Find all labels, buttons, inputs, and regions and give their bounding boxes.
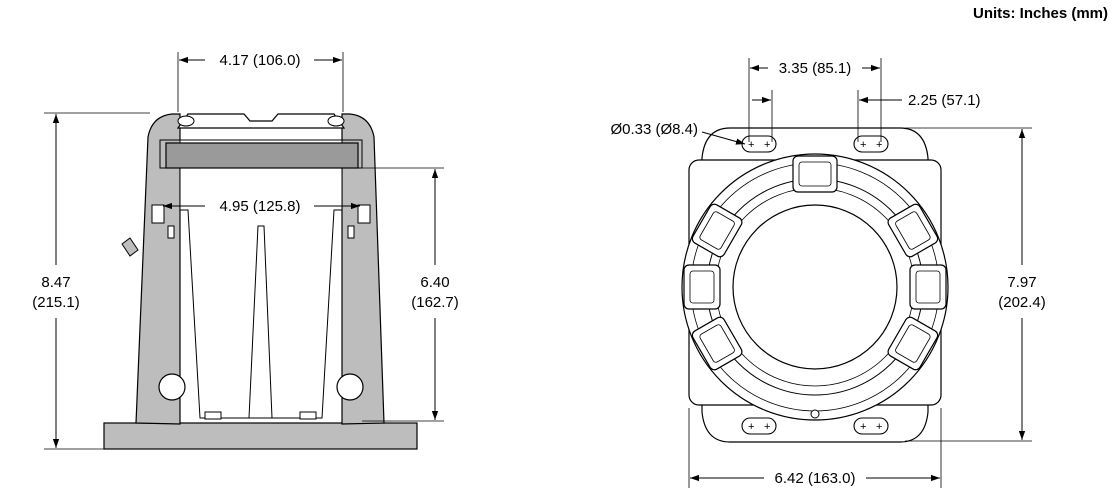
mount-slot-bottom-right: + + xyxy=(853,417,889,435)
svg-text:+: + xyxy=(876,139,882,151)
cover-lug xyxy=(792,155,838,193)
svg-text:+: + xyxy=(876,421,882,433)
dim-top-width: 4.17 (106.0) xyxy=(220,52,301,69)
dim-overall-height-in: 8.47 xyxy=(41,274,70,291)
mount-slot-top-right: + + xyxy=(853,135,889,153)
bolt-hole-left xyxy=(158,373,186,401)
dim-inner-height-mm: (162.7) xyxy=(411,294,459,311)
dim-front-width: 6.42 (163.0) xyxy=(775,470,856,487)
svg-text:+: + xyxy=(860,139,866,151)
dim-overall-height-mm: (215.1) xyxy=(32,294,80,311)
window-ring xyxy=(732,204,898,370)
cover-lug xyxy=(887,203,939,258)
svg-text:+: + xyxy=(748,139,754,151)
dim-inner-width: 4.95 (125.8) xyxy=(220,198,301,215)
dim-hole-diameter: Ø0.33 (Ø8.4) xyxy=(610,121,698,138)
cover-lug xyxy=(691,316,743,371)
mount-slot-top-left: + + xyxy=(741,135,777,153)
cover-lug xyxy=(887,316,939,371)
bolt-hole-right xyxy=(336,373,364,401)
base-flange xyxy=(103,422,418,450)
svg-text:+: + xyxy=(748,421,754,433)
dim-front-height-in: 7.97 xyxy=(1007,274,1036,291)
cover-plate xyxy=(165,142,359,169)
dim-inner-height-in: 6.40 xyxy=(420,274,449,291)
top-lid xyxy=(176,113,346,129)
svg-text:+: + xyxy=(764,421,770,433)
side-section-view: 4.17 (106.0) 4.95 (125.8) 8.47 (215.1) 6… xyxy=(32,52,459,450)
right-wall xyxy=(341,113,385,425)
side-knob xyxy=(121,237,139,257)
cover-lug xyxy=(909,264,947,310)
mount-slot-bottom-left: + + xyxy=(741,417,777,435)
dim-front-height-mm: (202.4) xyxy=(998,294,1046,311)
front-view: + + + + + + + + 3.35 (85.1) 2.25 (57.1) xyxy=(610,58,1046,488)
left-wall xyxy=(135,113,181,425)
dim-hole-offset: 2.25 (57.1) xyxy=(908,92,981,109)
cover-lug xyxy=(691,203,743,258)
svg-text:+: + xyxy=(764,139,770,151)
dim-hole-spacing: 3.35 (85.1) xyxy=(779,60,852,77)
svg-text:+: + xyxy=(860,421,866,433)
units-label: Units: Inches (mm) xyxy=(973,5,1108,22)
cover-lug xyxy=(683,264,721,310)
center-rib xyxy=(248,225,273,419)
